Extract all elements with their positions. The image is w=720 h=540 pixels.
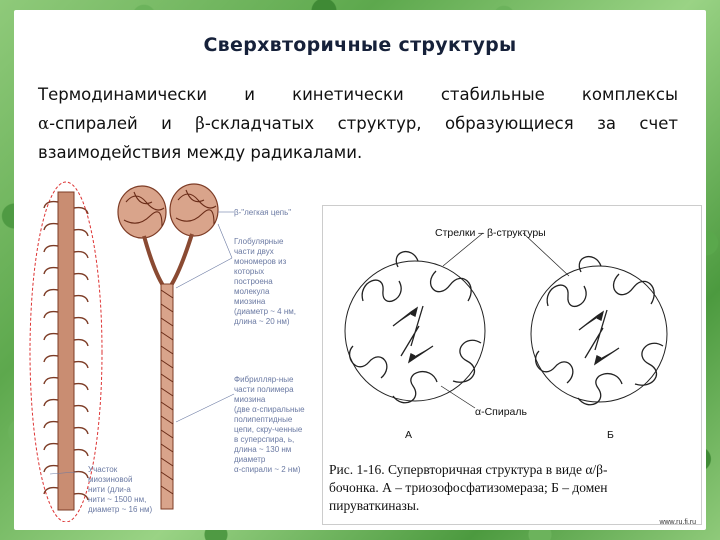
highlight-ellipse [29, 181, 103, 522]
barrel-a [344, 251, 486, 404]
label-b: Б [607, 429, 614, 441]
body-line-2-part-a: -спиралей и [49, 114, 196, 133]
beta-symbol: β [195, 114, 205, 133]
body-line-3: взаимодействия между радикалами. [38, 143, 363, 162]
slide-body-text: Термодинамически и кинетически стабильны… [38, 80, 678, 167]
globular-heads [117, 183, 219, 239]
label-light-chain: β-"легкая цепь" [234, 208, 291, 217]
label-helix: α-Спираль [475, 406, 528, 418]
body-line-1: Термодинамически и кинетически стабильны… [38, 85, 678, 104]
label-fibrillar: Фибрилляр-ные части полимера миозина (дв… [234, 375, 307, 474]
alpha-symbol: α [38, 114, 50, 133]
filament-heads [43, 200, 89, 501]
myosin-diagram: β-"легкая цепь" Глобулярные части двух м… [14, 172, 330, 522]
label-a: А [405, 429, 412, 441]
label-fiber: Участок миозиновой нити (дли-а нити ~ 15… [88, 465, 153, 514]
slide-title: Сверхвторичные структуры [203, 34, 517, 56]
label-globular: Глобулярные части двух мономеров из кото… [234, 237, 298, 326]
myosin-filament [57, 191, 75, 511]
body-line-2-part-b: -складчатых структур, образующиеся за сч… [204, 114, 678, 133]
body-line-2: α-спиралей и β-складчатых структур, обра… [38, 109, 678, 138]
label-arrows: Стрелки – β-структуры [435, 227, 546, 239]
figure-caption: Рис. 1-16. Супервторичная структура в ви… [329, 462, 611, 513]
barrel-b [530, 256, 668, 406]
barrel-diagram: Стрелки – β-структуры α-Спираль А Б Рис.… [322, 205, 702, 525]
watermark: www.ru.fi.ru [659, 519, 696, 526]
